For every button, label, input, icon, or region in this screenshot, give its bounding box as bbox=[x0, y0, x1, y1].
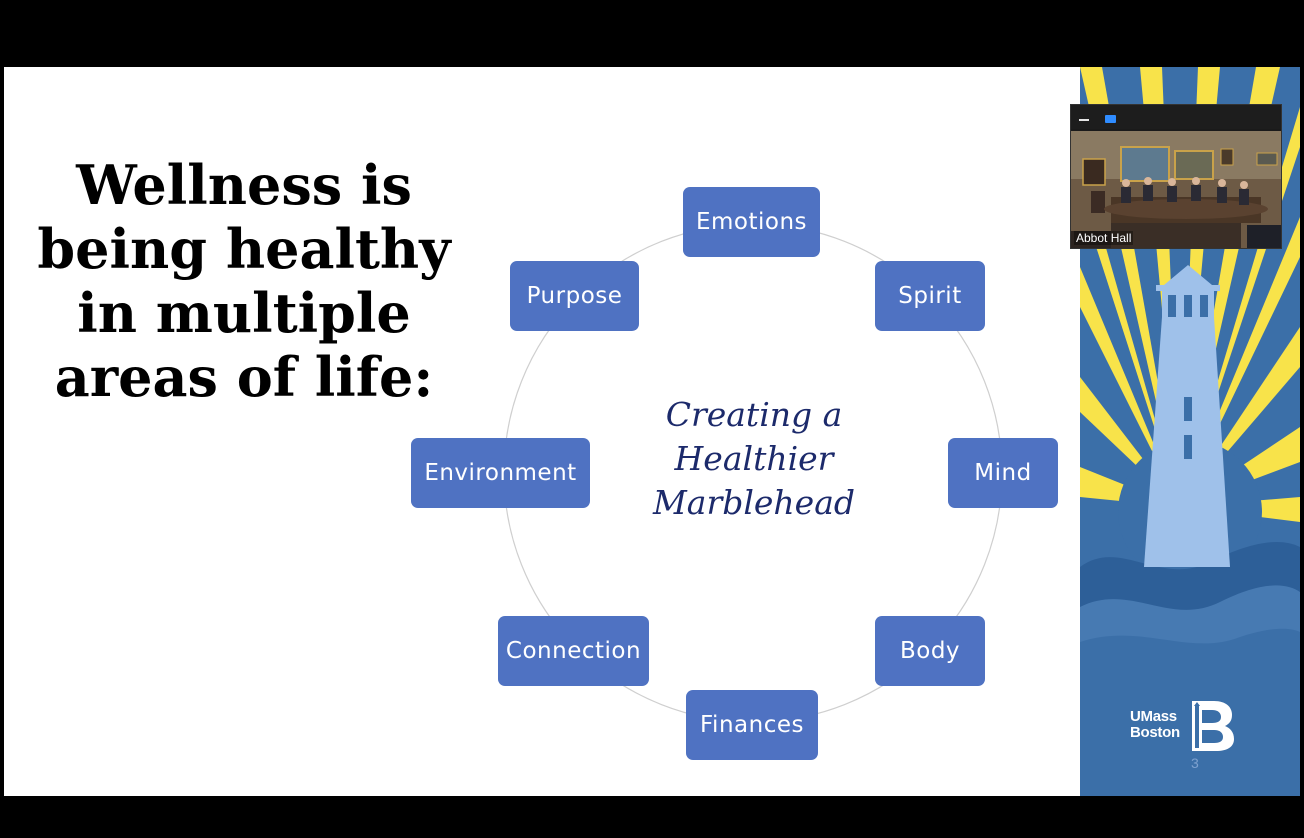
video-feed bbox=[1071, 131, 1281, 248]
minimize-icon[interactable] bbox=[1079, 119, 1089, 121]
node-spirit: Spirit bbox=[875, 261, 985, 331]
participant-name-label: Abbot Hall bbox=[1074, 231, 1134, 245]
heading-line: being healthy bbox=[37, 217, 451, 281]
layout-icon[interactable] bbox=[1105, 115, 1116, 123]
center-line: Marblehead bbox=[652, 483, 856, 522]
logo-wordmark: UMass Boston bbox=[1130, 709, 1180, 741]
center-line: Creating a bbox=[665, 395, 843, 434]
video-toolbar bbox=[1071, 105, 1281, 129]
heading-line: in multiple bbox=[77, 281, 411, 345]
umass-boston-logo: UMass Boston bbox=[1130, 697, 1236, 753]
node-finances: Finances bbox=[686, 690, 818, 760]
node-emotions: Emotions bbox=[683, 187, 820, 257]
logo-line-1: UMass bbox=[1130, 708, 1177, 725]
participant-video-tile[interactable]: Abbot Hall bbox=[1070, 104, 1282, 249]
logo-line-2: Boston bbox=[1130, 724, 1180, 741]
umass-boston-b-icon bbox=[1191, 701, 1234, 751]
heading-line: Wellness is bbox=[76, 153, 412, 217]
node-environment: Environment bbox=[411, 438, 590, 508]
wellness-cycle-diagram: Emotions Spirit Mind Body Finances Conne… bbox=[4, 67, 1080, 796]
node-connection: Connection bbox=[498, 616, 649, 686]
heading-line: areas of life: bbox=[54, 345, 434, 409]
node-purpose: Purpose bbox=[510, 261, 639, 331]
cycle-ring bbox=[503, 223, 1003, 723]
diagram-center-title: Creating a Healthier Marblehead bbox=[629, 393, 879, 525]
center-line: Healthier bbox=[674, 439, 834, 478]
slide-heading: Wellness is being healthy in multiple ar… bbox=[34, 153, 454, 409]
slide-page-number: 3 bbox=[1191, 755, 1199, 771]
node-mind: Mind bbox=[948, 438, 1058, 508]
node-body: Body bbox=[875, 616, 985, 686]
